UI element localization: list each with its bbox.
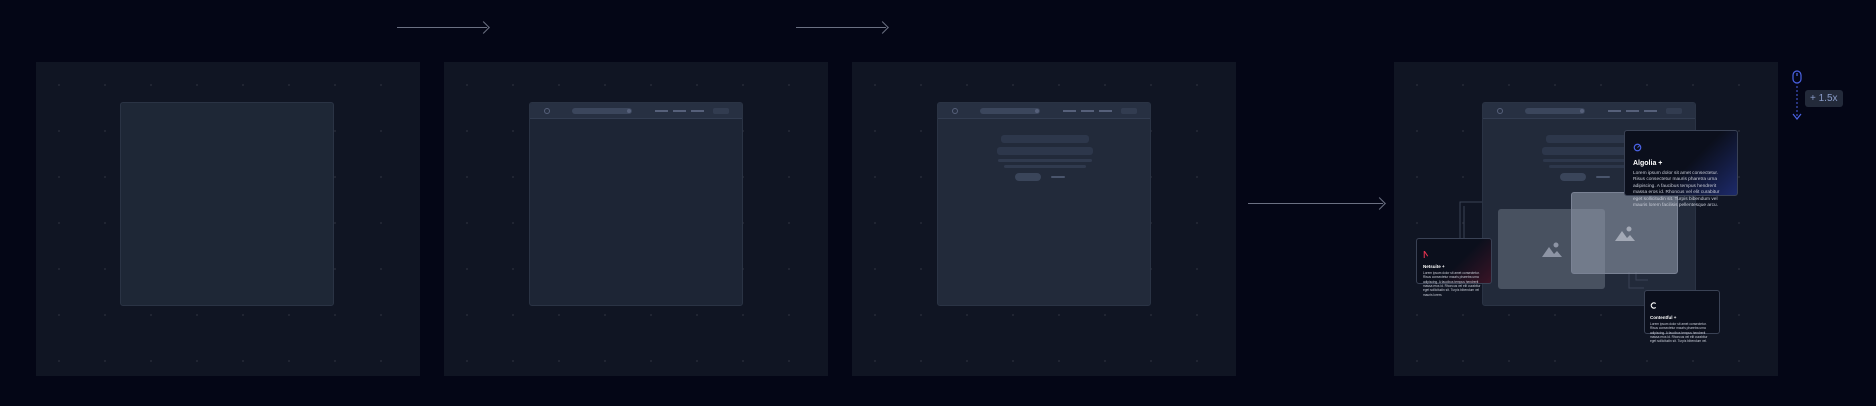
algolia-card[interactable]: Algolia + Lorem ipsum dolor sit amet con… <box>1624 130 1738 208</box>
browser-topbar <box>938 103 1150 119</box>
contentful-card-title: Contentful + <box>1650 315 1677 320</box>
mouse-scroll-icon <box>1792 70 1802 120</box>
nav-link <box>673 110 686 112</box>
heading-skeleton <box>1001 135 1089 143</box>
blank-screen <box>120 102 334 306</box>
heading-skeleton <box>997 147 1093 155</box>
search-input <box>980 108 1040 114</box>
contentful-card[interactable]: Contentful + Lorem ipsum dolor sit amet … <box>1644 290 1720 343</box>
step-panel-2 <box>444 62 828 376</box>
text-skeleton <box>998 159 1092 162</box>
algolia-logo-icon <box>1633 143 1642 152</box>
text-skeleton <box>1004 165 1086 168</box>
algolia-card-title: Algolia + <box>1633 160 1663 167</box>
netsuite-card-text: Lorem ipsum dolor sit amet consectetur. … <box>1423 271 1481 297</box>
mountain-image-icon <box>1541 242 1562 257</box>
primary-button-skeleton <box>1015 173 1041 181</box>
flow-arrow-2 <box>796 27 886 28</box>
step-panel-4: Algolia + Lorem ipsum dolor sit amet con… <box>1394 62 1778 376</box>
step-panel-1 <box>36 62 420 376</box>
heading-skeleton <box>1542 147 1638 155</box>
netsuite-card-title: Netsuite + <box>1423 264 1445 269</box>
browser-topbar <box>1483 103 1695 119</box>
nav-button <box>1666 108 1682 114</box>
nav-link <box>1608 110 1621 112</box>
contentful-logo-icon <box>1650 302 1657 309</box>
flow-arrow-1 <box>397 27 487 28</box>
search-input <box>572 108 632 114</box>
nav-link <box>691 110 704 112</box>
nav-link <box>1644 110 1657 112</box>
step-panel-3 <box>852 62 1236 376</box>
algolia-card-text: Lorem ipsum dolor sit amet consectetur. … <box>1633 171 1720 209</box>
nav-link <box>1626 110 1639 112</box>
mountain-image-icon <box>1614 226 1635 241</box>
netsuite-card[interactable]: Netsuite + Lorem ipsum dolor sit amet co… <box>1416 238 1492 297</box>
nav-button <box>1121 108 1137 114</box>
nav-link <box>1099 110 1112 112</box>
text-skeleton <box>1543 159 1637 162</box>
logo-icon <box>1497 108 1503 114</box>
browser-topbar <box>530 103 742 119</box>
netsuite-logo-icon <box>1423 250 1429 258</box>
browser-screen <box>529 102 743 306</box>
logo-icon <box>544 108 550 114</box>
nav-link <box>1063 110 1076 112</box>
contentful-card-text: Lorem ipsum dolor sit amet consectetur. … <box>1650 322 1708 344</box>
heading-skeleton <box>1546 135 1634 143</box>
link-skeleton <box>1596 176 1610 178</box>
nav-link <box>1081 110 1094 112</box>
primary-button-skeleton <box>1560 173 1586 181</box>
text-skeleton <box>1549 165 1631 168</box>
search-input <box>1525 108 1585 114</box>
zoom-level-badge: + 1.5x <box>1805 90 1843 107</box>
logo-icon <box>952 108 958 114</box>
nav-button <box>713 108 729 114</box>
link-skeleton <box>1051 176 1065 178</box>
flow-arrow-3 <box>1248 203 1383 204</box>
browser-screen <box>937 102 1151 306</box>
nav-link <box>655 110 668 112</box>
